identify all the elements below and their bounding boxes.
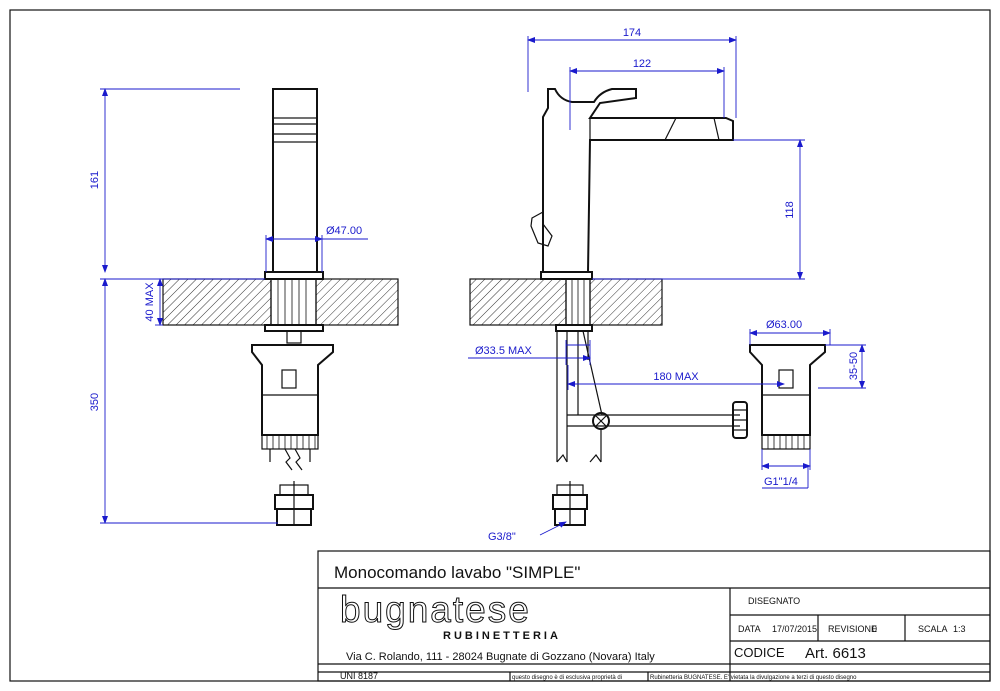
dim-35-50: 35-50 xyxy=(848,352,860,380)
dim-122: 122 xyxy=(633,58,651,70)
front-body xyxy=(272,88,318,273)
scala-value: 1:3 xyxy=(953,624,966,634)
brand-subtitle: RUBINETTERIA xyxy=(443,630,561,642)
codice-value: Art. 6613 xyxy=(805,645,866,662)
disclaimer-left: questo disegno è di esclusiva proprietà … xyxy=(512,675,622,681)
front-lever xyxy=(272,117,318,143)
revisione-label: REVISIONE xyxy=(828,624,877,634)
dim-g1-1-4: G1"1/4 xyxy=(764,476,798,488)
scala-label: SCALA xyxy=(918,624,948,634)
data-value: 17/07/2015 xyxy=(772,624,817,634)
dim-174: 174 xyxy=(623,27,641,39)
data-label: DATA xyxy=(738,624,761,634)
dim-dia-63: Ø63.00 xyxy=(766,319,802,331)
disegnato-label: DISEGNATO xyxy=(748,596,800,606)
side-view xyxy=(468,36,866,536)
company-address: Via C. Rolando, 111 - 28024 Bugnate di G… xyxy=(346,651,655,663)
front-view xyxy=(100,88,399,526)
side-body xyxy=(542,88,734,273)
dim-dia-47: Ø47.00 xyxy=(326,225,362,237)
codice-label: CODICE xyxy=(734,645,785,660)
drawing-title: Monocomando lavabo "SIMPLE" xyxy=(334,563,580,582)
disclaimer-right: Rubinetteria BUGNATESE. E' vietata la di… xyxy=(650,675,857,681)
uni-standard: UNI 8187 xyxy=(340,671,378,681)
dim-dia-33: Ø33.5 MAX xyxy=(475,345,533,357)
title-block xyxy=(317,550,991,682)
dim-180max: 180 MAX xyxy=(653,371,699,383)
dim-118: 118 xyxy=(784,201,796,219)
dim-350: 350 xyxy=(89,393,101,411)
brand-logo: bugnatese xyxy=(340,589,531,630)
dim-161: 161 xyxy=(89,171,101,189)
dim-g3-8: G3/8" xyxy=(488,531,516,543)
side-counter-left xyxy=(469,278,567,326)
front-counter-left xyxy=(162,278,272,326)
dim-40max: 40 MAX xyxy=(144,282,156,322)
front-counter-right xyxy=(315,278,399,326)
side-counter-right xyxy=(589,278,663,326)
revisione-value: 0 xyxy=(872,624,877,634)
